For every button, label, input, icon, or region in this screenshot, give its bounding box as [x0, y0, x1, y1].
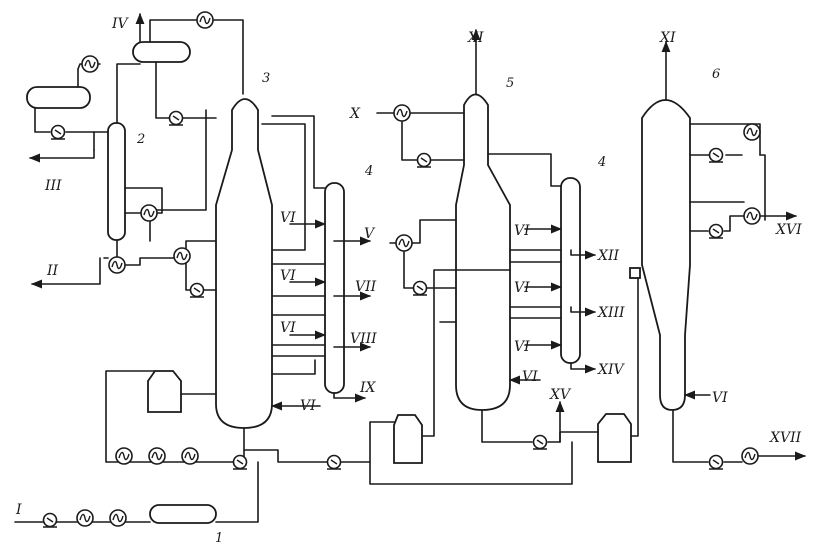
- number-2: 2: [136, 132, 145, 147]
- heat-exchanger-column-5-side: [395, 234, 413, 252]
- column-3: [215, 98, 273, 429]
- column-5: [455, 93, 511, 411]
- label-VI-2: VI: [280, 268, 296, 284]
- number-4-right: 4: [597, 155, 606, 170]
- label-VI-5: VI: [514, 223, 530, 239]
- furnace-1: [149, 504, 217, 524]
- pump-column-5-side: [412, 280, 428, 296]
- cooler-column-6-top: [743, 123, 761, 141]
- reflux-drum-left: [26, 86, 91, 109]
- pump-column-5-reflux: [416, 152, 432, 168]
- label-XIV: XIV: [597, 362, 625, 378]
- label-VI-1: VI: [280, 210, 296, 226]
- label-XVII: XVII: [769, 430, 802, 446]
- number-3: 3: [262, 71, 270, 86]
- label-II: II: [46, 263, 59, 279]
- number-4-left: 4: [364, 164, 373, 179]
- label-I: I: [15, 502, 22, 518]
- heat-exchanger-recycle-3: [181, 447, 199, 465]
- number-5: 5: [506, 76, 514, 91]
- pump-column-6-reflux: [708, 147, 724, 163]
- column-2: [107, 122, 126, 241]
- label-VIII: VIII: [350, 331, 377, 347]
- pump-column-6-bottom: [708, 454, 724, 470]
- label-III: III: [44, 178, 62, 194]
- pump-column-3-side: [189, 282, 205, 298]
- cooler-column-6-side: [743, 207, 761, 225]
- stripper-column-4-left: [324, 182, 345, 394]
- label-VI-9: VI: [712, 390, 728, 406]
- cooler-column-6-bottom: [741, 447, 759, 465]
- receiver-tank-1: [147, 370, 182, 413]
- label-VI-8: VI: [522, 369, 538, 385]
- pump-column-6-side: [708, 223, 724, 239]
- pump-feed: [42, 512, 58, 528]
- stripper-column-4-right: [560, 177, 581, 364]
- heat-exchanger-feed-2: [109, 509, 127, 527]
- heat-exchanger-feed-1: [76, 509, 94, 527]
- label-VI-7: VI: [514, 339, 530, 355]
- label-VII: VII: [355, 279, 377, 295]
- pump-column-3-reflux: [168, 110, 184, 126]
- label-XI-2: XI: [659, 30, 676, 46]
- heat-exchanger-recycle-2: [148, 447, 166, 465]
- receiver-tank-3: [597, 413, 632, 463]
- reflux-drum-top: [132, 41, 191, 63]
- label-VI-4: VI: [300, 398, 316, 414]
- label-V: V: [364, 226, 376, 242]
- receiver-tank-2: [393, 414, 423, 464]
- label-XIII: XIII: [597, 305, 625, 321]
- pump-column-5-bottom: [532, 434, 548, 450]
- label-XV: XV: [549, 387, 572, 403]
- condenser-top: [196, 11, 214, 29]
- label-XVI: XVI: [775, 222, 802, 238]
- label-VI-3: VI: [280, 320, 296, 336]
- pump-column-3-bottom: [232, 454, 248, 470]
- number-6: 6: [712, 67, 720, 82]
- number-1: 1: [215, 531, 223, 546]
- label-IX: IX: [359, 380, 377, 396]
- heat-exchanger-recycle-1: [115, 447, 133, 465]
- column-6: [641, 99, 691, 411]
- label-XII: XII: [597, 248, 619, 264]
- pump-column-3-residue: [326, 454, 342, 470]
- label-VI-6: VI: [514, 280, 530, 296]
- condenser-left: [81, 55, 99, 73]
- reboiler-column-2: [140, 204, 158, 222]
- heat-exchanger-column-2-bottom: [108, 256, 126, 274]
- label-XI-1: XI: [467, 30, 484, 46]
- pump-column-2-reflux: [50, 124, 66, 140]
- heat-exchanger-column-3-side: [173, 247, 191, 265]
- label-IV: IV: [111, 16, 130, 32]
- label-X: X: [349, 106, 361, 122]
- condenser-column-5: [393, 104, 411, 122]
